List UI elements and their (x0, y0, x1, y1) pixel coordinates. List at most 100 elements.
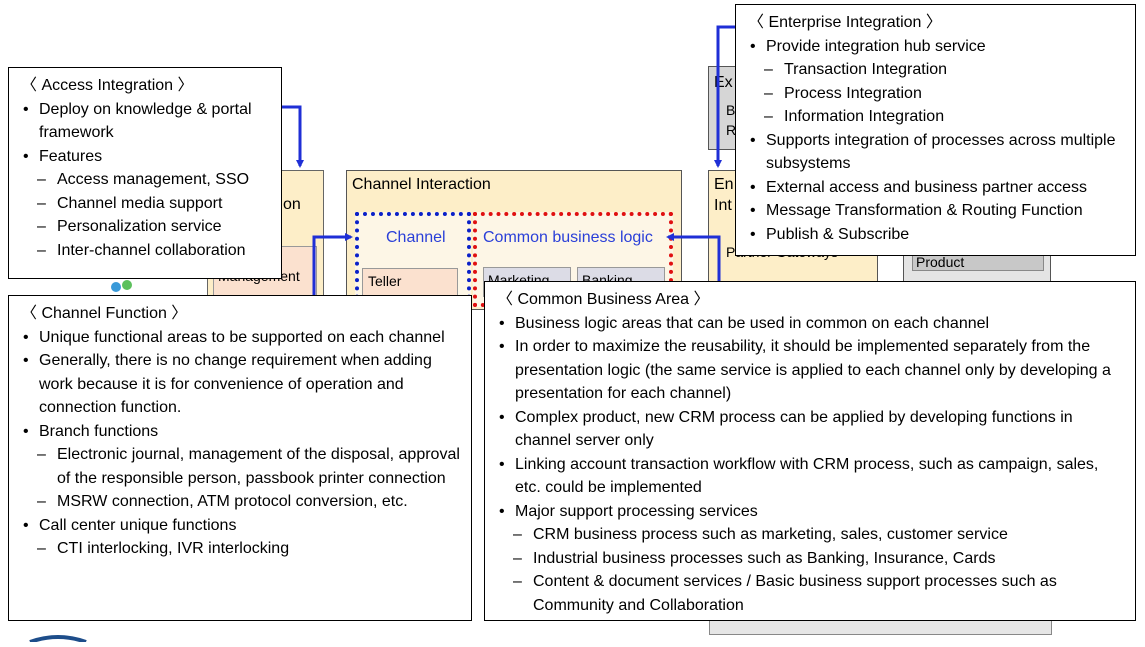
sub-item: –Inter-channel collaboration (19, 239, 271, 263)
sub-item-text: Inter-channel collaboration (57, 241, 246, 259)
bullet-text: Linking account transaction workflow wit… (515, 455, 1099, 497)
bullet-text: Branch functions (39, 422, 159, 440)
dash-icon: – (764, 108, 773, 125)
dash-icon: – (513, 573, 522, 590)
sub-item-text: MSRW connection, ATM protocol conversion… (57, 493, 408, 510)
bullet-item: • Business logic areas that can be used i… (495, 312, 1125, 336)
sub-item: –Access management, SSO (19, 168, 271, 192)
sub-item: –Channel media support (19, 192, 271, 216)
callout-list: •Provide integration hub service–Transac… (746, 35, 1125, 247)
bullet-text: Provide integration hub service (766, 37, 986, 55)
sub-item: –Process Integration (746, 82, 1125, 106)
bullet-icon: • (499, 338, 505, 355)
dash-icon: – (764, 84, 773, 102)
common-business-area-callout: 〈 Common Business Area 〉 •Business logic… (484, 281, 1136, 621)
bullet-item: • Deploy on knowledge & portal framework (19, 98, 271, 145)
dash-icon: – (37, 171, 46, 188)
bullet-icon: • (499, 455, 505, 473)
bullet-text: Unique functional areas to be supported … (39, 328, 445, 346)
sub-item-text: Process Integration (784, 84, 922, 102)
bullet-item: • Features (19, 145, 271, 169)
bullet-text: Major support processing services (515, 502, 758, 520)
dash-icon: – (513, 526, 522, 543)
dash-icon: – (37, 194, 46, 212)
bullet-item: • External access and business partner ac… (746, 176, 1125, 200)
sub-item-text: Channel media support (57, 194, 223, 212)
enterprise-layer-fragment-2: Int (714, 197, 732, 214)
callout-title: 〈 Channel Function 〉 (21, 305, 188, 322)
bullet-icon: • (750, 225, 756, 243)
sub-item: –Electronic journal, management of the d… (19, 443, 461, 490)
bullet-icon: • (23, 352, 29, 369)
sub-item-text: Transaction Integration (784, 61, 948, 78)
bullet-text: In order to maximize the reusability, it… (515, 338, 1111, 402)
sub-item: –Information Integration (746, 105, 1125, 129)
decorative-arc (28, 629, 88, 644)
bullet-item: • Unique functional areas to be supported… (19, 326, 461, 350)
bullet-text: External access and business partner acc… (766, 178, 1088, 196)
bullet-item: • Branch functions (19, 420, 461, 444)
callout-title: 〈 Enterprise Integration 〉 (748, 14, 942, 31)
globe-icon (110, 279, 136, 293)
callout-list: • Business logic areas that can be used i… (495, 312, 1125, 618)
bullet-text: Generally, there is no change requiremen… (39, 352, 432, 416)
dash-icon: – (37, 493, 46, 510)
bullet-text: Message Transformation & Routing Functio… (766, 202, 1083, 219)
bullet-icon: • (23, 516, 29, 534)
sub-item-text: Electronic journal, management of the di… (57, 446, 460, 487)
dash-icon: – (37, 218, 46, 235)
bullet-text: Publish & Subscribe (766, 225, 910, 243)
access-layer-fragment-1: on (283, 196, 301, 213)
bullet-text: Features (39, 147, 103, 165)
sub-item-text: CTI interlocking, IVR interlocking (57, 540, 290, 557)
bottom-rail (709, 620, 1052, 635)
channel-function-callout: 〈 Channel Function 〉 • Unique functional … (8, 295, 472, 621)
bullet-item: • Major support processing services (495, 500, 1125, 524)
bullet-text: Complex product, new CRM process can be … (515, 408, 1073, 450)
bullet-text: Call center unique functions (39, 516, 237, 534)
dash-icon: – (513, 549, 522, 567)
sub-item-text: CRM business process such as marketing, … (533, 526, 1008, 543)
callout-title: 〈 Access Integration 〉 (21, 77, 194, 94)
sub-item: –MSRW connection, ATM protocol conversio… (19, 490, 461, 514)
bullet-icon: • (750, 202, 756, 219)
teller-label: Teller (368, 273, 402, 289)
channel-interaction-title: Channel Interaction (352, 176, 491, 193)
bullet-icon: • (750, 178, 756, 196)
bullet-item: • Provide integration hub service (746, 35, 1125, 59)
sub-item: –Personalization service (19, 215, 271, 239)
bullet-text: Business logic areas that can be used in… (515, 314, 990, 332)
bullet-item: • Generally, there is no change requireme… (19, 349, 461, 420)
callout-list: •Deploy on knowledge & portal framework•… (19, 98, 271, 263)
bullet-icon: • (23, 328, 29, 346)
common-logic-label: Common business logic (483, 229, 653, 246)
sub-item-text: Access management, SSO (57, 171, 250, 188)
channel-label: Channel (386, 229, 446, 246)
bullet-icon: • (499, 408, 505, 426)
bullet-item: • Publish & Subscribe (746, 223, 1125, 247)
sub-item: –CRM business process such as marketing,… (495, 523, 1125, 547)
bullet-item: • Call center unique functions (19, 514, 461, 538)
sub-item-text: Information Integration (784, 108, 945, 125)
bullet-item: • Complex product, new CRM process can be… (495, 406, 1125, 453)
bullet-icon: • (23, 422, 29, 440)
bullet-icon: • (499, 314, 505, 332)
sub-item: –Industrial business processes such as B… (495, 547, 1125, 571)
enterprise-layer-fragment-1: En (714, 176, 734, 193)
bullet-icon: • (499, 502, 505, 520)
bullet-text: Supports integration of processes across… (766, 131, 1116, 173)
dash-icon: – (37, 241, 46, 259)
bullet-icon: • (750, 131, 756, 149)
access-integration-callout: 〈 Access Integration 〉 • Deploy on knowle… (8, 67, 282, 279)
bullet-item: • Message Transformation & Routing Functi… (746, 199, 1125, 223)
dash-icon: – (764, 61, 773, 78)
dash-icon: – (37, 540, 46, 557)
bullet-text: Deploy on knowledge & portal framework (39, 100, 252, 142)
bullet-icon: • (23, 147, 29, 165)
external-fragment-2: B (726, 102, 736, 118)
sub-item-text: Industrial business processes such as Ba… (533, 549, 996, 567)
bullet-icon: • (23, 100, 29, 118)
product-label: Product (916, 254, 965, 270)
bullet-icon: • (750, 37, 756, 55)
external-fragment-1: Ex (714, 74, 733, 91)
